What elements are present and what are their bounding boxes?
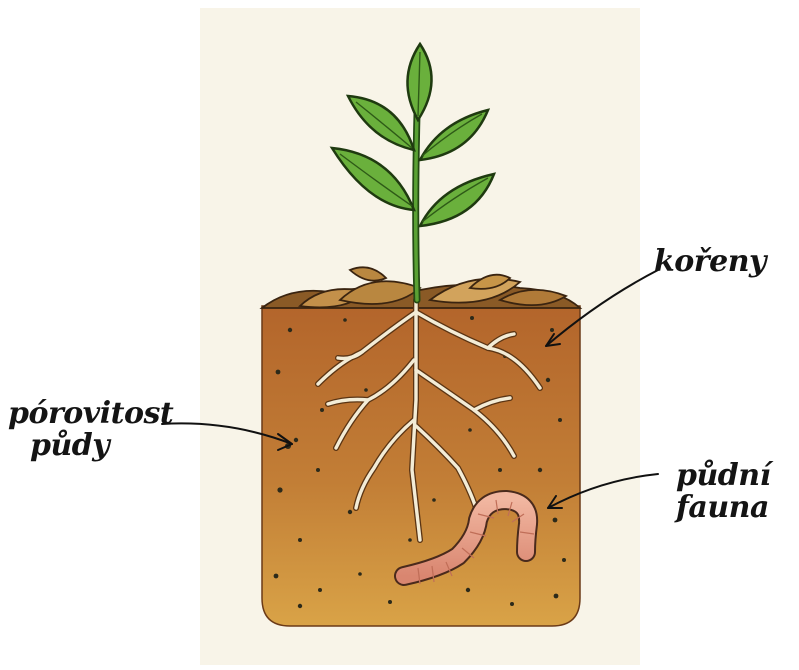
label-soil-porosity-line1: pórovitost (8, 398, 173, 430)
label-soil-fauna-line2: fauna (676, 492, 770, 524)
label-soil-fauna-line1: půdní (676, 460, 770, 492)
label-soil-porosity-line2: půdy (8, 430, 173, 462)
label-soil-porosity: pórovitost půdy (8, 398, 173, 461)
label-roots: kořeny (654, 246, 766, 278)
label-soil-fauna: půdní fauna (676, 460, 770, 523)
